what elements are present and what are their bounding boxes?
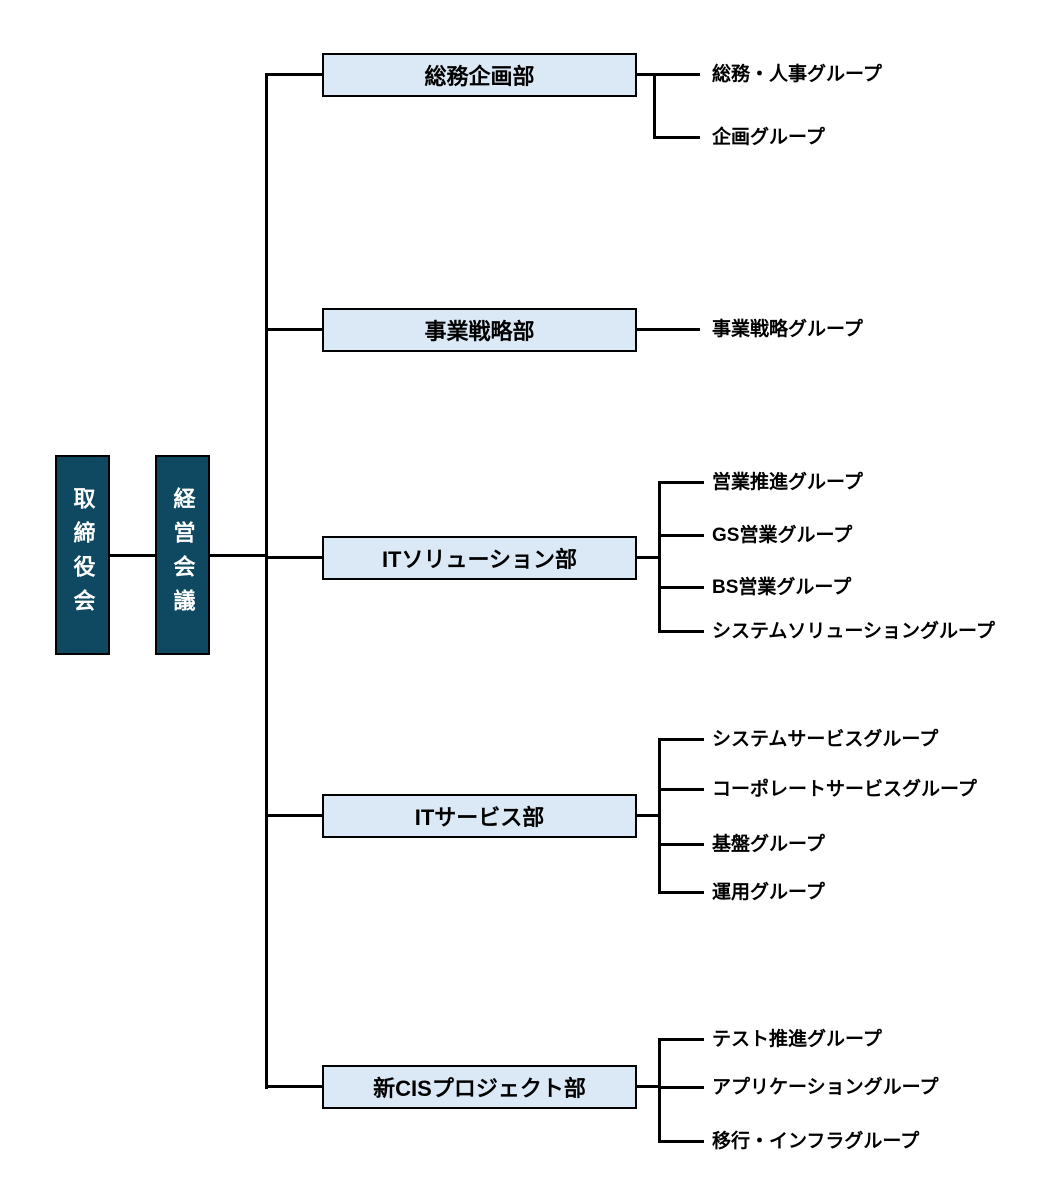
group-label: 営業推進グループ	[712, 472, 863, 493]
connector-line	[658, 788, 704, 791]
group-label: コーポレートサービスグループ	[712, 779, 977, 800]
group-label: 運用グループ	[712, 882, 825, 903]
connector-line	[658, 843, 704, 846]
department-box-it-solution: ITソリューション部	[322, 536, 637, 580]
connector-line	[265, 328, 322, 331]
group-label: システムソリューショングループ	[712, 621, 995, 642]
connector-line	[658, 891, 704, 894]
department-box-it-service: ITサービス部	[322, 794, 637, 838]
connector-line	[658, 534, 704, 537]
department-box-general-affairs: 総務企画部	[322, 53, 637, 97]
bracket-line	[658, 738, 661, 894]
connector-line	[637, 73, 700, 76]
group-label: アプリケーショングループ	[712, 1077, 939, 1098]
connector-line	[658, 1140, 704, 1143]
department-label: ITサービス部	[414, 805, 545, 830]
group-label: 事業戦略グループ	[712, 319, 863, 340]
group-label: テスト推進グループ	[712, 1029, 882, 1050]
board-of-directors-box: 取締役会	[55, 455, 110, 655]
connector-line	[637, 1085, 661, 1088]
connector-line	[658, 1038, 704, 1041]
group-label: GS営業グループ	[712, 525, 853, 546]
department-label: 新CISプロジェクト部	[373, 1076, 586, 1101]
board-of-directors-label: 取締役会	[70, 487, 96, 623]
connector-line	[658, 1086, 704, 1089]
bracket-line	[658, 481, 661, 633]
connector-line	[265, 1085, 322, 1088]
group-label: 総務・人事グループ	[712, 64, 882, 85]
connector-line	[658, 738, 704, 741]
connector-line	[265, 814, 322, 817]
connector-line	[210, 554, 267, 557]
connector-line	[658, 586, 704, 589]
connector-line	[637, 556, 661, 559]
department-label: 事業戦略部	[424, 319, 535, 344]
bracket-line	[653, 73, 656, 139]
department-box-new-cis-project: 新CISプロジェクト部	[322, 1065, 637, 1109]
management-meeting-box: 経営会議	[155, 455, 210, 655]
connector-line	[637, 328, 700, 331]
group-label: システムサービスグループ	[712, 729, 939, 750]
spine-line	[265, 73, 268, 1089]
connector-line	[265, 556, 322, 559]
management-meeting-label: 経営会議	[170, 487, 196, 623]
group-label: BS営業グループ	[712, 577, 852, 598]
connector-line	[658, 481, 704, 484]
department-label: 総務企画部	[424, 64, 535, 89]
bracket-line	[658, 1038, 661, 1143]
department-box-business-strategy: 事業戦略部	[322, 308, 637, 352]
connector-line	[653, 136, 700, 139]
department-label: ITソリューション部	[381, 547, 578, 572]
group-label: 基盤グループ	[712, 834, 825, 855]
connector-line	[110, 554, 155, 557]
group-label: 移行・インフラグループ	[712, 1131, 920, 1152]
connector-line	[265, 73, 322, 76]
connector-line	[658, 630, 704, 633]
group-label: 企画グループ	[712, 127, 825, 148]
connector-line	[637, 814, 661, 817]
